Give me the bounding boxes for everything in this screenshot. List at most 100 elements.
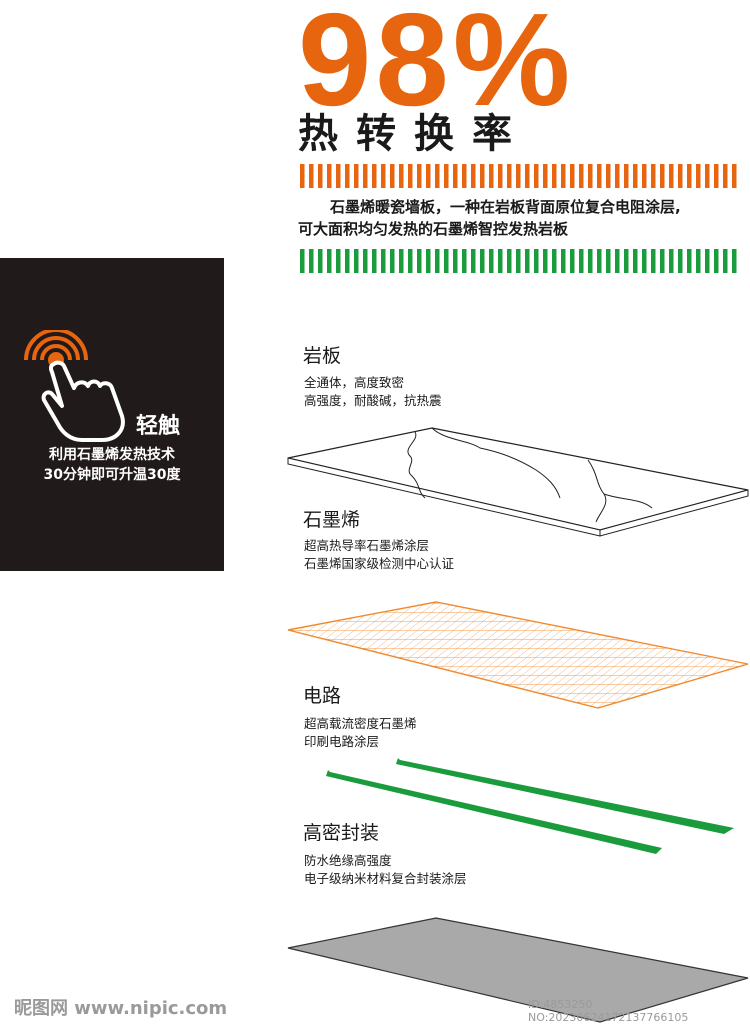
- stripe-bar: [516, 249, 521, 273]
- stripe-bar: [651, 249, 656, 273]
- stripe-bar: [552, 164, 557, 188]
- stripe-bar: [300, 249, 305, 273]
- stripe-bar: [624, 164, 629, 188]
- stripe-bar: [723, 249, 728, 273]
- stripe-bar: [318, 164, 323, 188]
- headline-number: 98%: [298, 0, 575, 133]
- stripe-bar: [507, 164, 512, 188]
- stripe-bar: [516, 164, 521, 188]
- stripe-bar: [588, 164, 593, 188]
- stripe-bar: [597, 249, 602, 273]
- stripe-bar: [543, 249, 548, 273]
- card-line-2: 30分钟即可升温30度: [43, 467, 181, 483]
- stripe-bar: [597, 164, 602, 188]
- card-title: 轻触: [136, 414, 181, 439]
- stripe-bar: [714, 164, 719, 188]
- stripe-bar: [570, 164, 575, 188]
- stripe-bar: [525, 249, 530, 273]
- stripe-bar: [309, 164, 314, 188]
- layer-desc-line: 高强度，耐酸碱，抗热震: [304, 393, 442, 408]
- stripe-bar: [318, 249, 323, 273]
- watermark-id: ID:4853250 NO:20230624172137766105: [528, 998, 689, 1024]
- card-line-1: 利用石墨烯发热技术: [49, 447, 175, 463]
- stripe-bar: [336, 249, 341, 273]
- sealing-panel-icon: [287, 917, 749, 1023]
- headline-subtitle: 热转换率: [298, 111, 530, 157]
- stripe-bar: [489, 164, 494, 188]
- stripe-bar: [498, 164, 503, 188]
- layer-desc-line: 石墨烯国家级检测中心认证: [304, 556, 455, 571]
- layer-desc-line: 超高热导率石墨烯涂层: [304, 538, 430, 553]
- stripe-bar: [327, 164, 332, 188]
- stripe-bar: [615, 249, 620, 273]
- layer-desc-line: 印刷电路涂层: [304, 734, 380, 749]
- stripe-bar: [633, 164, 638, 188]
- stripe-bar: [381, 164, 386, 188]
- stripe-bar: [417, 164, 422, 188]
- stripe-bar: [669, 249, 674, 273]
- touch-feature-card: 轻触 利用石墨烯发热技术 30分钟即可升温30度: [0, 258, 224, 571]
- stripe-bar: [606, 164, 611, 188]
- stripe-bar: [363, 249, 368, 273]
- stripe-bar: [678, 249, 683, 273]
- stripe-bar: [471, 249, 476, 273]
- layer-desc-circuit: 超高载流密度石墨烯 印刷电路涂层: [304, 715, 417, 751]
- stripe-bar: [453, 249, 458, 273]
- stripe-bar: [534, 249, 539, 273]
- stripe-bar: [417, 249, 422, 273]
- stripe-bar: [444, 164, 449, 188]
- stripe-bar: [327, 249, 332, 273]
- stripe-bar: [561, 249, 566, 273]
- stripe-bar: [480, 249, 485, 273]
- stripe-bar: [345, 164, 350, 188]
- stripe-bar: [381, 249, 386, 273]
- stripe-bar: [309, 249, 314, 273]
- stripe-bar: [534, 164, 539, 188]
- stripe-bar: [696, 249, 701, 273]
- stripe-bar: [435, 249, 440, 273]
- stripe-bar: [498, 249, 503, 273]
- stripe-bar: [714, 249, 719, 273]
- stripe-bar: [435, 164, 440, 188]
- stripe-bar: [390, 164, 395, 188]
- stripe-bar: [642, 249, 647, 273]
- stripe-bar: [561, 164, 566, 188]
- stripe-bar: [570, 249, 575, 273]
- stripe-bar: [705, 249, 710, 273]
- stripe-bar: [732, 164, 737, 188]
- stripe-bar: [336, 164, 341, 188]
- circuit-lines-icon: [326, 758, 734, 854]
- stripe-bar: [363, 164, 368, 188]
- stripe-bar: [372, 249, 377, 273]
- layer-desc-graphene: 超高热导率石墨烯涂层 石墨烯国家级检测中心认证: [304, 537, 454, 573]
- stripe-bar: [471, 164, 476, 188]
- rock-slab-icon: [287, 427, 749, 537]
- watermark-logo: 昵图网 www.nipic.com: [14, 998, 228, 1019]
- stripe-bar: [642, 164, 647, 188]
- stripe-bar: [354, 164, 359, 188]
- stripe-bar: [372, 164, 377, 188]
- stripe-bar: [399, 249, 404, 273]
- stripe-bar: [552, 249, 557, 273]
- stripe-bar: [408, 164, 413, 188]
- stripe-bar: [354, 249, 359, 273]
- stripe-bar: [615, 164, 620, 188]
- stripe-bar: [669, 164, 674, 188]
- stripe-bar: [507, 249, 512, 273]
- stripe-bar: [453, 164, 458, 188]
- stripe-bar: [588, 249, 593, 273]
- stripe-bar: [444, 249, 449, 273]
- stripe-bar: [345, 249, 350, 273]
- stripe-bar: [489, 249, 494, 273]
- stripe-bar: [624, 249, 629, 273]
- layer-desc-line: 全通体，高度致密: [304, 375, 405, 390]
- layer-desc-line: 防水绝缘高强度: [304, 853, 392, 868]
- layer-title-graphene: 石墨烯: [303, 509, 361, 531]
- stripe-bar: [462, 249, 467, 273]
- stripe-bar: [651, 164, 656, 188]
- orange-stripe-divider: [300, 164, 737, 188]
- stripe-bar: [390, 249, 395, 273]
- stripe-bar: [300, 164, 305, 188]
- stripe-bar: [426, 164, 431, 188]
